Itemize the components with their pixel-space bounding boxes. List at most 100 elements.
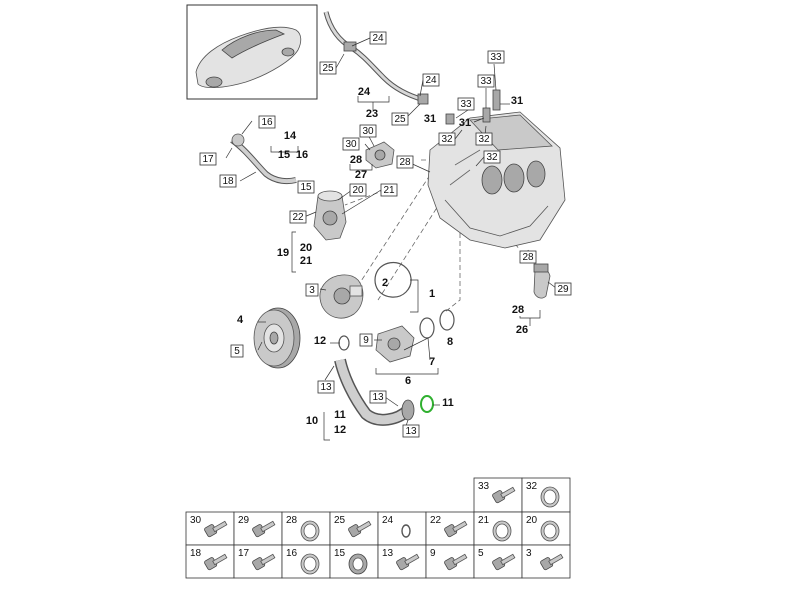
table-part-number: 32 <box>526 481 538 492</box>
callout-box-13: 13 <box>369 390 387 404</box>
highlighted-seal-ring <box>420 395 434 413</box>
control-valve <box>375 325 415 363</box>
filter-housing <box>313 190 347 241</box>
ring-icon <box>348 553 368 575</box>
callout-box-9: 9 <box>359 333 373 347</box>
callout-label-27: 27 <box>355 169 367 181</box>
callout-box-13: 13 <box>402 424 420 438</box>
seal-12 <box>338 335 350 351</box>
callout-number: 21 <box>383 185 395 196</box>
callout-label-31: 31 <box>424 113 436 125</box>
callout-box-33: 33 <box>477 74 495 88</box>
callout-number: 3 <box>309 285 315 296</box>
table-part-number: 15 <box>334 548 346 559</box>
callout-box-24: 24 <box>369 31 387 45</box>
callout-number: 29 <box>557 284 569 295</box>
callout-box-25: 25 <box>319 61 337 75</box>
callout-box-33: 33 <box>457 97 475 111</box>
ring-icon <box>540 520 560 542</box>
table-part-number: 33 <box>478 481 490 492</box>
callout-number: 32 <box>441 134 453 145</box>
upper-coolant-pipe <box>323 11 429 105</box>
callout-number: 13 <box>320 382 332 393</box>
callout-label-20: 20 <box>300 242 312 254</box>
table-part-number: 9 <box>430 548 436 559</box>
right-connector <box>533 263 551 299</box>
callout-box-32: 32 <box>475 132 493 146</box>
table-part-number: 17 <box>238 548 250 559</box>
callout-number: 28 <box>522 252 534 263</box>
bolt-icon <box>396 553 420 571</box>
table-part-number: 25 <box>334 515 346 526</box>
table-part-number: 20 <box>526 515 538 526</box>
bolt-icon <box>252 553 276 571</box>
callout-label-31: 31 <box>459 117 471 129</box>
callout-number: 30 <box>362 126 374 137</box>
table-part-number: 29 <box>238 515 250 526</box>
bolt-icon <box>444 553 468 571</box>
callout-label-7: 7 <box>429 356 435 368</box>
callout-number: 15 <box>300 182 312 193</box>
callout-box-13: 13 <box>317 380 335 394</box>
callout-label-8: 8 <box>447 336 453 348</box>
callout-label-24: 24 <box>358 86 371 98</box>
callout-number: 32 <box>486 152 498 163</box>
callout-number: 33 <box>490 52 502 63</box>
bolt-icon <box>204 553 228 571</box>
callout-box-25: 25 <box>391 112 409 126</box>
callout-label-23: 23 <box>366 108 378 120</box>
table-part-number: 30 <box>190 515 202 526</box>
callout-label-19: 19 <box>277 247 289 259</box>
ring-icon <box>540 486 560 508</box>
table-part-number: 28 <box>286 515 298 526</box>
callout-label-15: 15 <box>278 149 290 161</box>
callout-box-20: 20 <box>349 183 367 197</box>
callout-number: 9 <box>363 335 369 346</box>
callout-label-6: 6 <box>405 375 411 387</box>
callout-label-10: 10 <box>306 415 318 427</box>
callout-label-28: 28 <box>350 154 362 166</box>
bolt-icon <box>348 520 372 538</box>
callout-number: 33 <box>460 99 472 110</box>
callout-box-21: 21 <box>380 183 398 197</box>
callout-number: 24 <box>372 33 384 44</box>
callout-label-26: 26 <box>516 324 528 336</box>
callout-box-5: 5 <box>230 344 244 358</box>
callout-box-28: 28 <box>396 155 414 169</box>
callout-box-16: 16 <box>258 115 276 129</box>
callout-label-31: 31 <box>511 95 523 107</box>
parts-table-icons <box>204 486 564 575</box>
callout-number: 13 <box>405 426 417 437</box>
callout-box-28: 28 <box>519 250 537 264</box>
vehicle-thumbnail <box>186 4 318 100</box>
table-part-number: 21 <box>478 515 490 526</box>
callout-label-11: 11 <box>442 397 454 409</box>
callout-label-21: 21 <box>300 255 312 267</box>
bolt-icon <box>444 520 468 538</box>
engine-block <box>427 111 566 249</box>
table-part-number: 16 <box>286 548 298 559</box>
callout-label-2: 2 <box>382 277 388 289</box>
callout-box-18: 18 <box>219 174 237 188</box>
callout-number: 17 <box>202 154 214 165</box>
ring-icon <box>300 520 320 542</box>
callout-label-1: 1 <box>429 288 435 300</box>
bolt-icon <box>492 553 516 571</box>
bolt-icon <box>204 520 228 538</box>
callout-box-15: 15 <box>297 180 315 194</box>
callout-label-12: 12 <box>334 424 346 436</box>
callout-box-3: 3 <box>305 283 319 297</box>
o-rings <box>419 309 455 339</box>
callout-label-28: 28 <box>512 304 524 316</box>
callout-number: 25 <box>394 114 406 125</box>
callout-box-29: 29 <box>554 282 572 296</box>
callout-box-22: 22 <box>289 210 307 224</box>
bolt-icon <box>492 486 516 504</box>
table-part-number: 5 <box>478 548 484 559</box>
gasket <box>374 261 412 298</box>
callout-number: 18 <box>222 176 234 187</box>
